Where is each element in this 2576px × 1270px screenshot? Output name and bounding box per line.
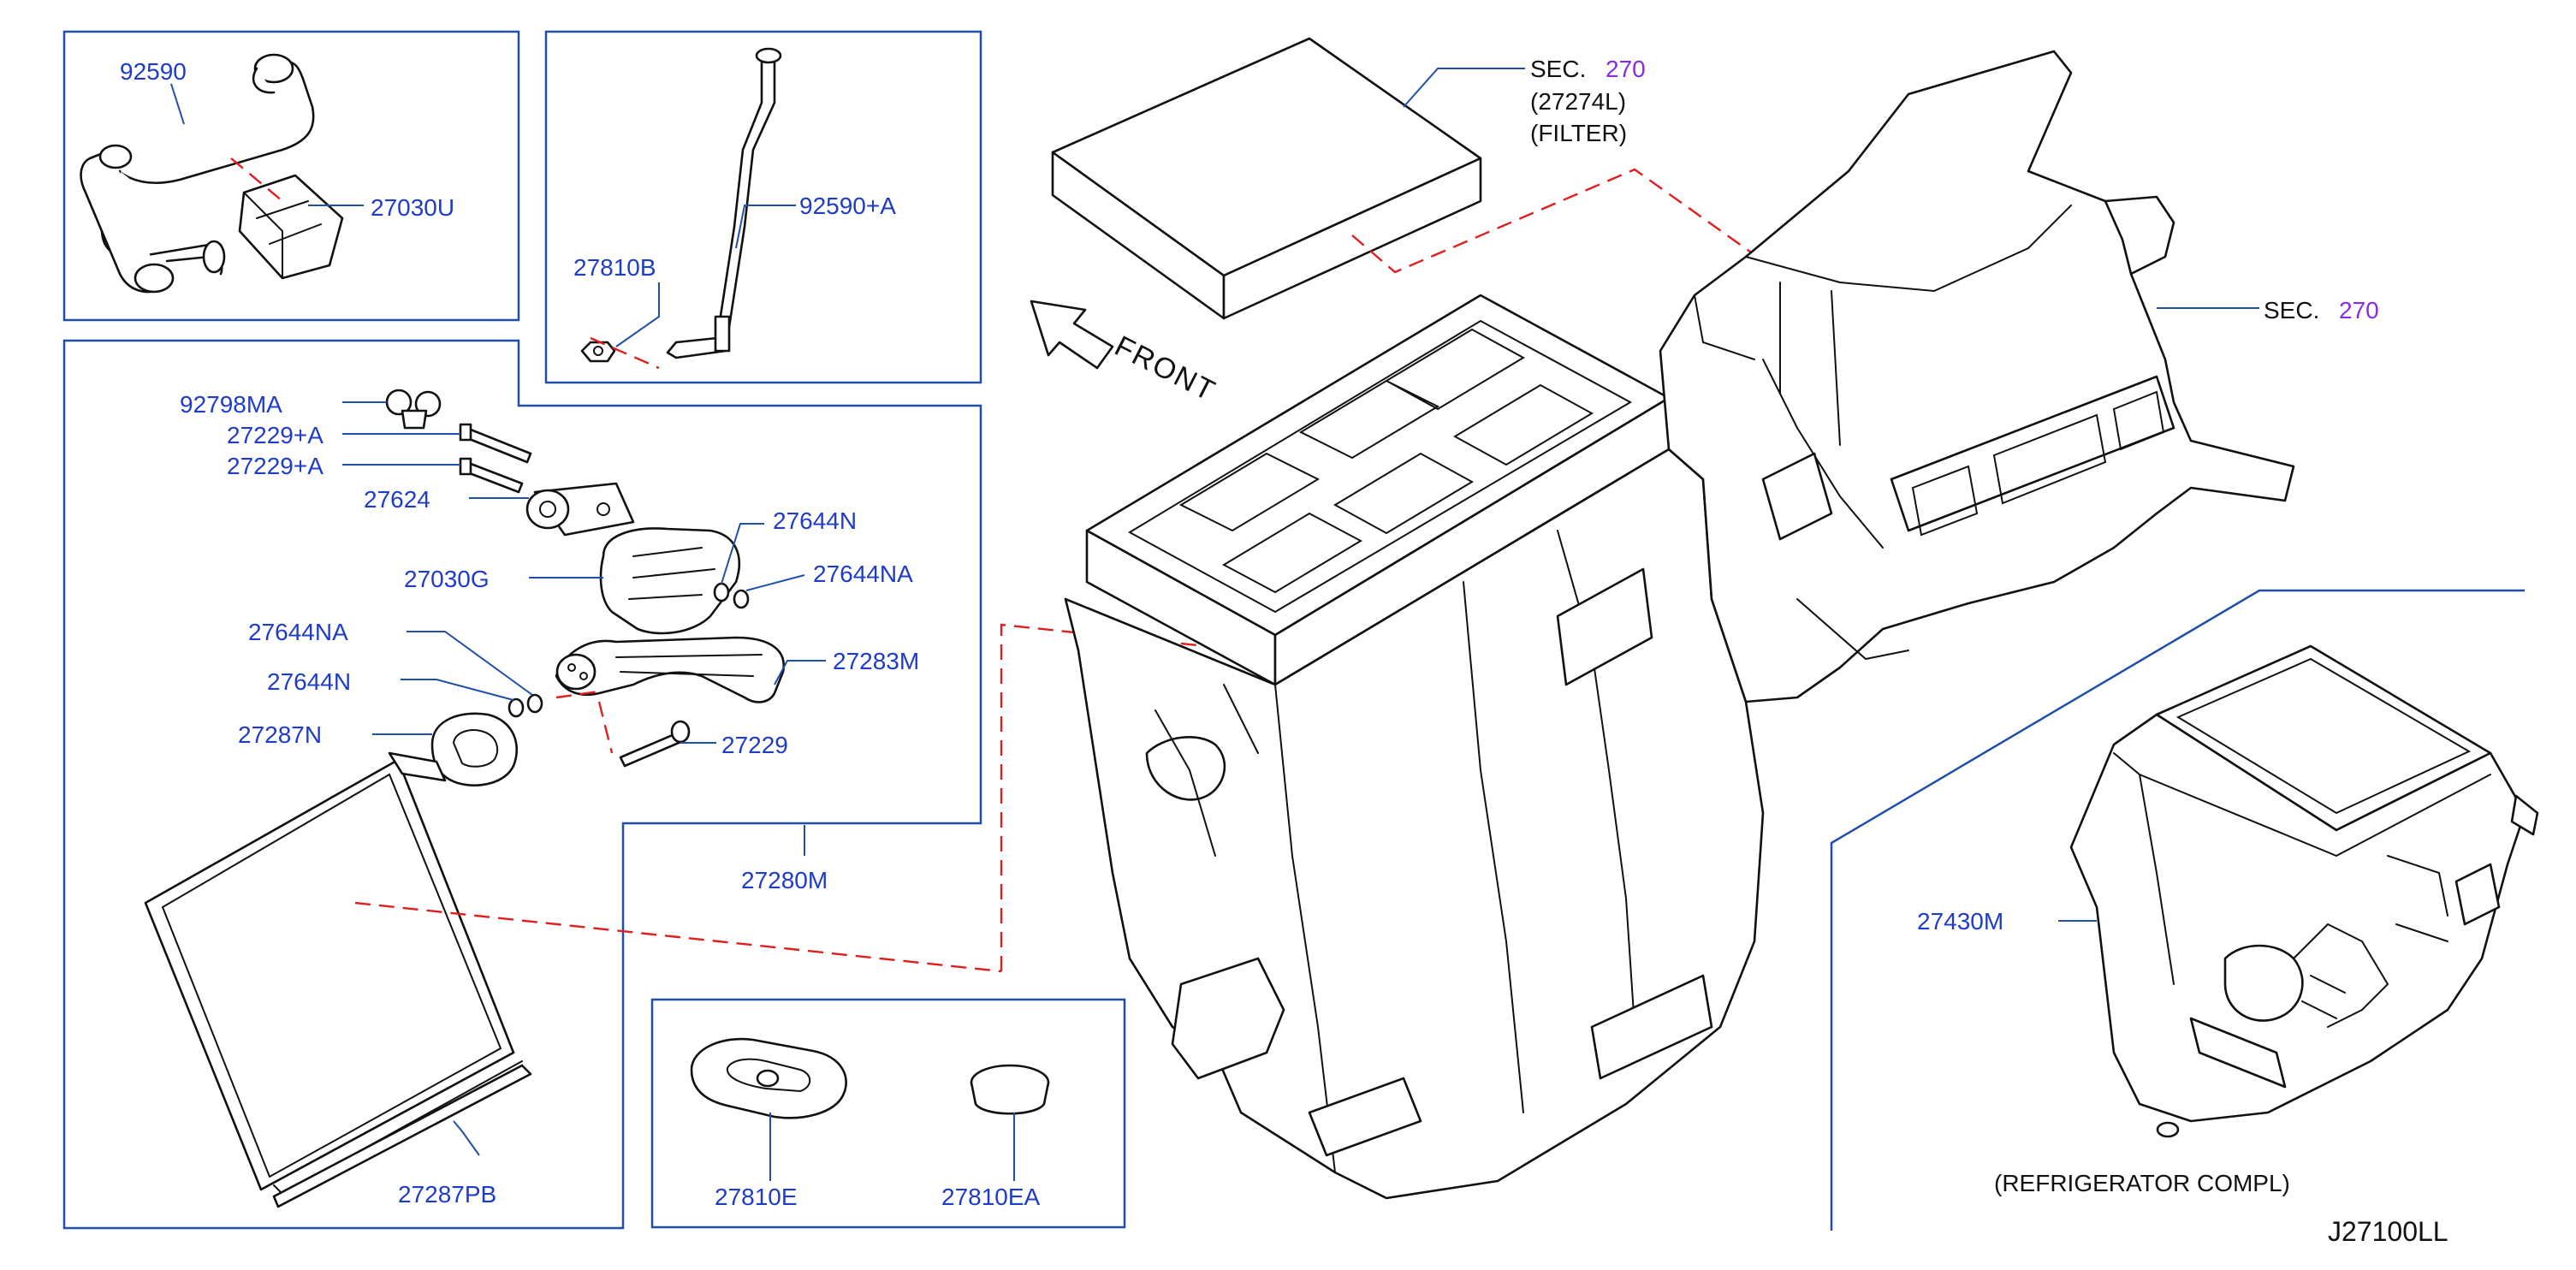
bolt-27229-drawing — [619, 720, 691, 768]
label-27644na-left: 27644NA — [248, 619, 348, 645]
seal-27287n-drawing — [430, 712, 518, 786]
clip-92798ma-drawing — [385, 389, 442, 430]
label-27810e: 27810E — [715, 1184, 798, 1210]
label-27030u: 27030U — [371, 194, 454, 221]
nut-27810b-drawing — [580, 341, 616, 363]
label-27810b: 27810B — [573, 254, 656, 281]
box-refrigerator-divider — [1830, 589, 2525, 1231]
label-27644n-left: 27644N — [267, 668, 351, 695]
evaporator-drawing — [144, 751, 532, 1208]
pipe-92590a-drawing — [666, 47, 782, 359]
insulator-27030u-drawing — [238, 174, 344, 280]
bolt-27229a-upper-drawing — [459, 423, 532, 464]
label-filter-name: (FILTER) — [1530, 120, 1627, 146]
label-27287pb: 27287PB — [398, 1181, 496, 1208]
front-arrow — [1030, 300, 1114, 370]
label-27644na-top: 27644NA — [813, 561, 913, 587]
label-92590a: 92590+A — [799, 193, 896, 219]
label-sec-right-number: 270 — [2339, 297, 2379, 323]
label-sec-right: SEC. — [2264, 297, 2319, 323]
plug-27810ea-drawing — [970, 1064, 1050, 1115]
label-92798ma: 92798MA — [180, 391, 282, 418]
valve-27624-drawing — [525, 482, 635, 537]
grommet-27810e-drawing — [690, 1037, 847, 1119]
label-sec-top-number: 270 — [1606, 56, 1646, 82]
label-27229a-lower: 27229+A — [227, 453, 323, 479]
label-sec-top: SEC. — [1530, 56, 1586, 82]
label-92590: 92590 — [120, 58, 187, 85]
box-grommets — [650, 998, 1126, 1229]
bolt-27229a-lower-drawing — [459, 457, 524, 494]
hvac-unit-drawing — [1064, 50, 2295, 1200]
hose-92590-drawing — [80, 53, 315, 294]
label-front: FRONT — [1109, 329, 1220, 408]
label-27810ea: 27810EA — [941, 1184, 1041, 1210]
label-27229a-upper: 27229+A — [227, 422, 323, 448]
box-pipe-92590a — [544, 30, 982, 384]
refrigerator-27430m-drawing — [2069, 644, 2539, 1138]
label-27430m: 27430M — [1917, 908, 2003, 935]
label-27030g: 27030G — [404, 566, 490, 592]
label-27624: 27624 — [364, 486, 430, 513]
orings-27644-top-drawing — [713, 582, 750, 609]
orings-27644-left-drawing — [507, 693, 543, 718]
label-27644n-top: 27644N — [773, 507, 857, 534]
box-hose-92590 — [62, 30, 520, 322]
label-27287n: 27287N — [238, 721, 322, 748]
seal-27030g-drawing — [599, 527, 740, 635]
label-diagram-code: J27100LL — [2328, 1216, 2448, 1247]
label-27283m: 27283M — [833, 648, 919, 674]
label-27280m: 27280M — [741, 867, 828, 893]
filter-27274l-drawing — [1051, 37, 1482, 320]
label-refrigerator-compl: (REFRIGERATOR COMPL) — [1994, 1170, 2290, 1196]
label-27229: 27229 — [721, 732, 788, 758]
box-evaporator-27280m — [62, 339, 982, 1230]
label-filter-code: (27274L) — [1530, 88, 1626, 115]
pipe-27283m-drawing — [555, 636, 786, 703]
